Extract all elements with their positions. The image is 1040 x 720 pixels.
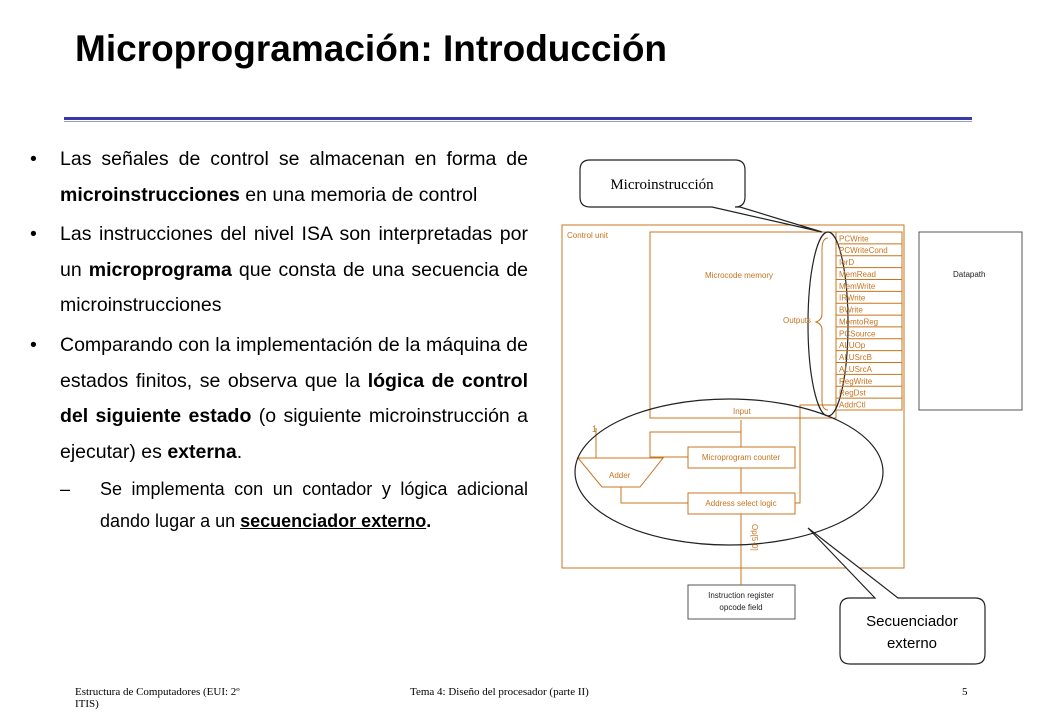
datapath-box	[918, 231, 1023, 411]
bullet-item: • Las instrucciones del nivel ISA son int…	[30, 217, 528, 324]
bullet-symbol: •	[30, 148, 37, 170]
slide-title: Microprogramación: Introducción	[75, 28, 668, 69]
sub-bullet-text: Se implementa con un contador y lógica a…	[100, 479, 528, 531]
bullet-text: Las instrucciones del nivel ISA son inte…	[60, 223, 528, 281]
page-number: 5	[962, 686, 968, 698]
sub-bullet-item: – Se implementa con un contador y lógica …	[30, 474, 528, 537]
one-label: 1	[592, 424, 597, 434]
ir-label-1: Instruction register	[708, 591, 774, 600]
signal-label: PCWriteCond	[839, 246, 888, 255]
bullet-bold-text: microprograma	[88, 258, 232, 281]
title-rule-shadow	[64, 121, 972, 122]
wire-adder-to-select	[620, 487, 688, 504]
bullet-bold-text: externa	[167, 440, 237, 463]
signal-label: MemRead	[839, 270, 876, 279]
op-label: Op[5-0]	[750, 524, 759, 551]
bullet-symbol: •	[30, 333, 37, 356]
bullet-bold-text: lógica de control del siguiente estado	[60, 369, 528, 428]
bullet-text: .	[236, 440, 243, 463]
sub-bullet-period: .	[426, 510, 432, 531]
footer-left: Estructura de Computadores (EUI: 2º ITIS…	[75, 686, 240, 710]
bullet-text: en una memoria de control	[239, 183, 478, 206]
signal-label: IorD	[839, 258, 854, 267]
signal-label: MemWrite	[839, 282, 876, 291]
bullet-text: que consta de una secuencia de microinst…	[60, 258, 529, 317]
footer-center: Tema 4: Diseño del procesador (parte II)	[410, 686, 589, 698]
bullet-text: Las señales de control se almacenan en f…	[60, 148, 528, 170]
adder-label: Adder	[609, 471, 631, 480]
signal-label: RegDst	[839, 389, 866, 398]
footer-course: Estructura de Computadores (EUI: 2º	[75, 686, 240, 698]
signal-list-box	[835, 231, 903, 411]
callout-bottom-label-1: Secuenciador	[866, 613, 958, 630]
wire-addrctl-to-select	[795, 404, 836, 504]
wire-counter-to-adder	[649, 431, 741, 458]
signal-label: BWrite	[839, 306, 863, 315]
footer-course-cont: ITIS)	[75, 698, 99, 710]
signal-label: AddrCtl	[839, 401, 866, 410]
bullet-item: • Las señales de control se almacenan en …	[30, 142, 528, 213]
dash-symbol: –	[60, 479, 71, 500]
signal-label: ALUSrcB	[839, 353, 872, 362]
signal-label: RegWrite	[839, 377, 873, 386]
bullet-text: (o siguiente microinstrucción a ejecutar…	[60, 405, 528, 463]
signal-label: MemtoReg	[839, 317, 878, 326]
control-unit-label: Control unit	[567, 231, 609, 240]
callout-microinstruccion: Microinstrucción	[579, 159, 823, 233]
signal-label: ALUSrcA	[839, 365, 873, 374]
bullet-symbol: •	[30, 223, 37, 246]
bullet-item: • Comparando con la implementación de la …	[30, 328, 528, 470]
callout-top-label: Microinstrucción	[610, 177, 714, 193]
callout-secuenciador: Secuenciador externo	[807, 527, 986, 665]
outputs-ellipse	[807, 231, 849, 417]
callout-bottom-label-2: externo	[887, 635, 937, 652]
microprogram-counter-label: Microprogram counter	[702, 453, 781, 462]
signal-label: IRWrite	[839, 294, 866, 303]
signal-label: ALUOp	[839, 341, 866, 350]
sub-bullet-underlined: secuenciador externo	[240, 510, 427, 531]
bullet-list: • Las señales de control se almacenan en …	[30, 142, 528, 537]
sequencer-ellipse	[574, 398, 884, 546]
control-unit-box	[561, 224, 905, 569]
signal-label: PCWrite	[839, 234, 869, 243]
bullet-bold-text: microinstrucciones	[60, 183, 240, 206]
bullet-text: Comparando con la implementación de la m…	[60, 333, 528, 392]
ir-label-2: opcode field	[719, 603, 762, 612]
adder-shape	[576, 457, 665, 488]
microcode-memory-label: Microcode memory	[705, 271, 773, 280]
input-label: Input	[733, 407, 752, 416]
signal-label: PCSource	[839, 329, 876, 338]
outputs-brace	[814, 237, 829, 411]
address-select-logic-label: Address select logic	[705, 499, 776, 508]
outputs-label: Outputs	[783, 316, 811, 325]
datapath-label: Datapath	[953, 270, 985, 279]
title-rule	[64, 117, 972, 120]
